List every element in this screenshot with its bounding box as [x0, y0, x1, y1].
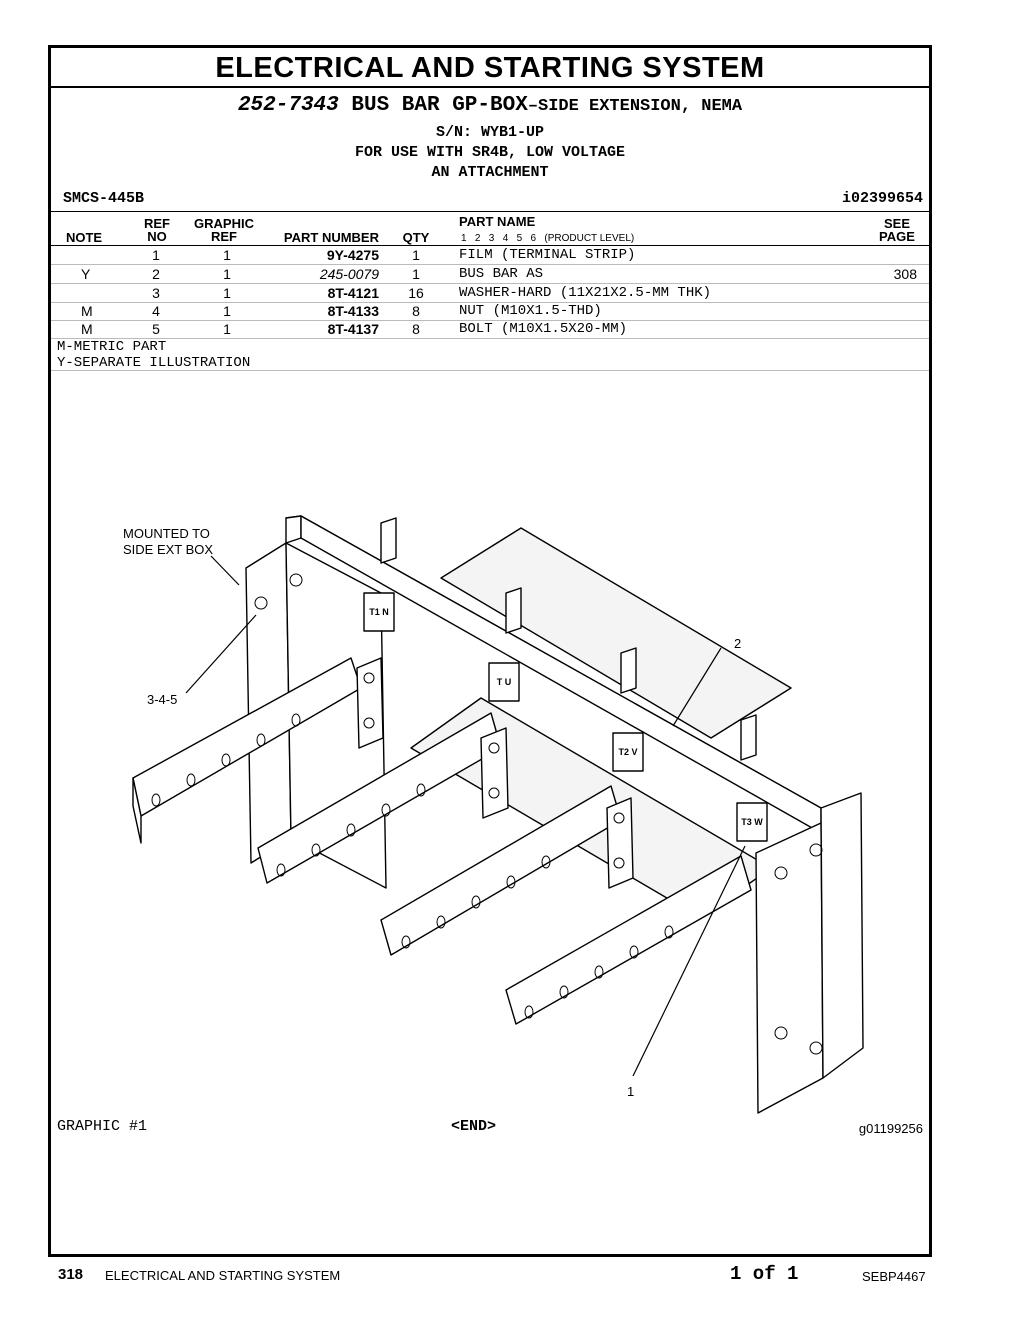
col-part-number: PART NUMBER [283, 230, 379, 245]
group-name-ext: –SIDE EXTENSION, NEMA [527, 97, 743, 116]
page-title: ELECTRICAL AND STARTING SYSTEM [51, 48, 929, 88]
serial-number: S/N: WYB1-UP [435, 124, 545, 141]
film-label-tu: T U [497, 677, 512, 687]
col-qty: QTY [402, 230, 430, 245]
legend-metric: M-METRIC PART [57, 339, 167, 355]
footer-section: ELECTRICAL AND STARTING SYSTEM [105, 1268, 341, 1283]
callout-3-4-5: 3-4-5 [147, 692, 177, 707]
usage-line: FOR USE WITH SR4B, LOW VOLTAGE [354, 144, 626, 161]
group-name: BUS BAR GP-BOX [351, 94, 528, 117]
page-of: 1 of 1 [730, 1263, 799, 1285]
smcs-code: SMCS-445B [63, 190, 145, 207]
illustration-id: i02399654 [841, 190, 923, 207]
graphic-label: GRAPHIC #1 [57, 1118, 148, 1135]
divider [51, 211, 929, 212]
film-label-t1n: T1 N [369, 607, 389, 617]
product-levels: 1 2 3 4 5 6 (PRODUCT LEVEL) [461, 233, 635, 244]
group-part-number: 252-7343 [237, 94, 339, 117]
bus-bar-illustration: MOUNTED TO SIDE EXT BOX 3-4-5 2 1 T1 N T… [123, 515, 864, 1114]
page-frame: ELECTRICAL AND STARTING SYSTEM 252-7343 … [48, 45, 932, 1257]
col-part-name: PART NAME [459, 214, 536, 229]
film-label-t2v: T2 V [618, 747, 637, 757]
group-heading: 252-7343 BUS BAR GP-BOX–SIDE EXTENSION, … [51, 94, 929, 117]
end-marker: <END> [451, 1118, 497, 1135]
divider [51, 245, 929, 246]
doc-id: SEBP4467 [862, 1269, 926, 1284]
callout-2: 2 [734, 636, 741, 651]
film-label-t3w: T3 W [741, 817, 763, 827]
callout-mounted-line1: MOUNTED TO [123, 526, 210, 541]
col-note: NOTE [65, 230, 103, 245]
graphic-id: g01199256 [858, 1121, 923, 1136]
legend-separate: Y-SEPARATE ILLUSTRATION [57, 355, 251, 371]
callout-1: 1 [627, 1084, 634, 1099]
attachment-line: AN ATTACHMENT [431, 164, 549, 181]
page-number: 318 [58, 1266, 84, 1283]
callout-mounted-line2: SIDE EXT BOX [123, 542, 213, 557]
